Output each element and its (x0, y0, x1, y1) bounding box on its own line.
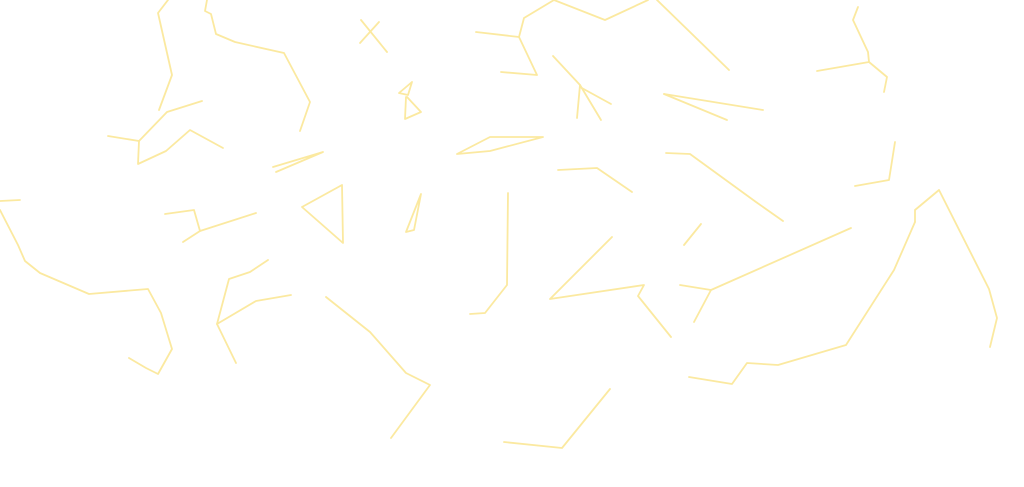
line-stroke (663, 93, 764, 111)
line-stroke (359, 21, 380, 44)
line-stroke (204, 0, 311, 132)
line-stroke (579, 84, 602, 121)
line-stroke (398, 81, 413, 96)
line-stroke (216, 294, 292, 325)
line-stroke (475, 0, 649, 38)
line-stroke (663, 93, 728, 121)
line-stroke (456, 136, 544, 155)
line-stroke (0, 209, 173, 375)
line-stroke (301, 184, 344, 244)
line-stroke (868, 61, 888, 93)
line-stroke (325, 296, 431, 439)
line-stroke (107, 100, 203, 142)
line-stroke (665, 152, 784, 222)
line-stroke (816, 6, 870, 72)
line-stroke (683, 223, 702, 246)
line-stroke (500, 36, 538, 76)
line-stroke (552, 55, 581, 119)
line-stroke (549, 236, 672, 338)
line-stroke (272, 151, 324, 173)
line-stroke (854, 141, 896, 187)
line-stroke (216, 259, 269, 364)
line-stroke (469, 192, 509, 315)
line-stroke (157, 0, 173, 111)
line-stroke (557, 167, 633, 193)
line-stroke (579, 86, 612, 105)
line-stroke (656, 0, 730, 71)
line-stroke (503, 388, 611, 449)
line-stroke (199, 212, 257, 232)
line-stroke (360, 19, 388, 53)
line-stroke (693, 227, 852, 323)
line-stroke (405, 193, 422, 233)
line-stroke (137, 129, 224, 165)
line-stroke (688, 221, 916, 385)
line-stroke (164, 209, 201, 243)
line-stroke (0, 199, 21, 202)
line-stroke (914, 189, 998, 348)
line-stroke (404, 96, 422, 120)
line-stroke (679, 284, 712, 291)
